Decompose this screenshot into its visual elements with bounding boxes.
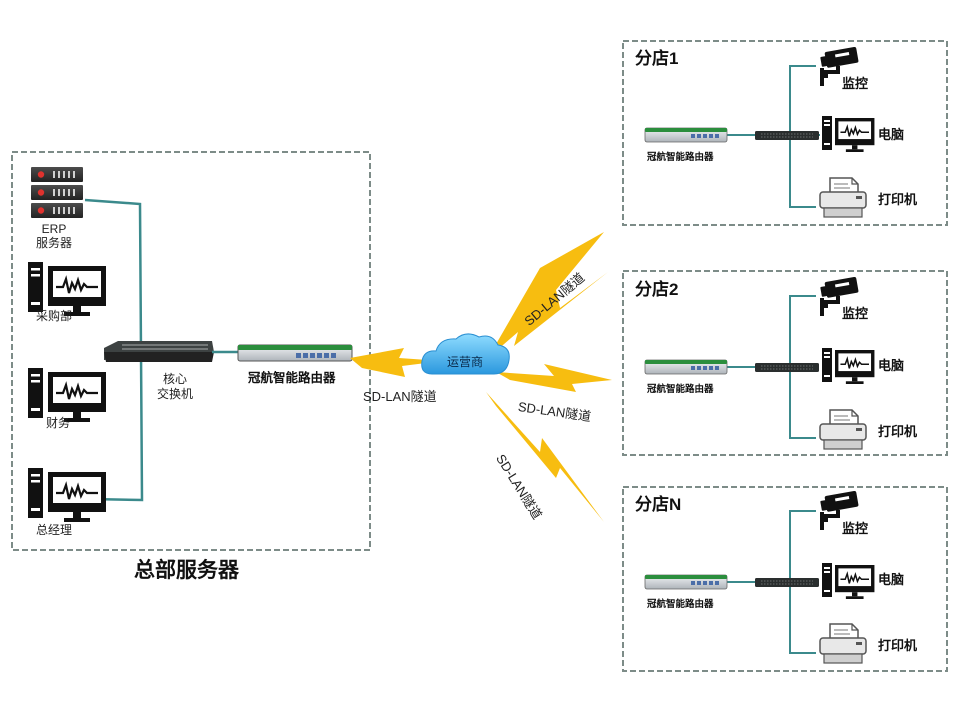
computer-icon bbox=[28, 468, 106, 522]
branch-n-camera-label: 监控 bbox=[842, 521, 869, 536]
tunnel-label-hq: SD-LAN隧道 bbox=[363, 389, 437, 404]
server-icon bbox=[31, 167, 83, 218]
branch-2-title: 分店2 bbox=[635, 280, 679, 299]
branch-n-router-label: 冠航智能路由器 bbox=[647, 599, 714, 610]
branch-1-computer-label: 电脑 bbox=[878, 127, 905, 142]
switch-icon bbox=[754, 130, 820, 141]
core-switch-label: 核心 交换机 bbox=[157, 372, 194, 401]
switch-icon bbox=[754, 362, 820, 373]
branch-2-camera-label: 监控 bbox=[842, 306, 869, 321]
computer-icon bbox=[822, 563, 874, 599]
printer-icon bbox=[819, 177, 867, 218]
switch-icon bbox=[754, 577, 820, 588]
computer-icon bbox=[822, 116, 874, 152]
branch-2-router-label: 冠航智能路由器 bbox=[647, 384, 714, 395]
router-icon bbox=[644, 574, 728, 590]
router-icon bbox=[644, 359, 728, 375]
computer-icon bbox=[822, 348, 874, 384]
branch-2-computer-label: 电脑 bbox=[878, 358, 905, 373]
finance-label: 财务 bbox=[46, 416, 71, 430]
branch-1-camera-label: 监控 bbox=[842, 76, 869, 91]
printer-icon bbox=[819, 623, 867, 664]
branch-frames bbox=[622, 40, 948, 672]
branch-n-title: 分店N bbox=[635, 495, 682, 514]
router-icon bbox=[237, 344, 353, 362]
switch-icon bbox=[104, 341, 214, 362]
sd-lan-tunnel-bolts bbox=[350, 232, 612, 522]
purchasing-label: 采购部 bbox=[36, 309, 73, 323]
hq-router-label: 冠航智能路由器 bbox=[248, 371, 336, 385]
branch-1-printer-label: 打印机 bbox=[878, 192, 918, 207]
cloud-icon bbox=[421, 333, 510, 375]
branch-n-computer-label: 电脑 bbox=[878, 572, 905, 587]
branch-1-title: 分店1 bbox=[635, 49, 679, 68]
computer-icon bbox=[28, 368, 106, 422]
branch-2-printer-label: 打印机 bbox=[878, 424, 918, 439]
router-icon bbox=[644, 127, 728, 143]
branch-n-printer-label: 打印机 bbox=[878, 638, 918, 653]
carrier-label: 运营商 bbox=[447, 355, 484, 369]
branch-1-router-label: 冠航智能路由器 bbox=[647, 152, 714, 163]
hq-title: 总部服务器 bbox=[134, 559, 239, 582]
general-manager-label: 总经理 bbox=[36, 523, 73, 537]
computer-icon bbox=[28, 262, 106, 316]
erp-server-label: ERP 服务器 bbox=[36, 222, 73, 251]
printer-icon bbox=[819, 409, 867, 450]
